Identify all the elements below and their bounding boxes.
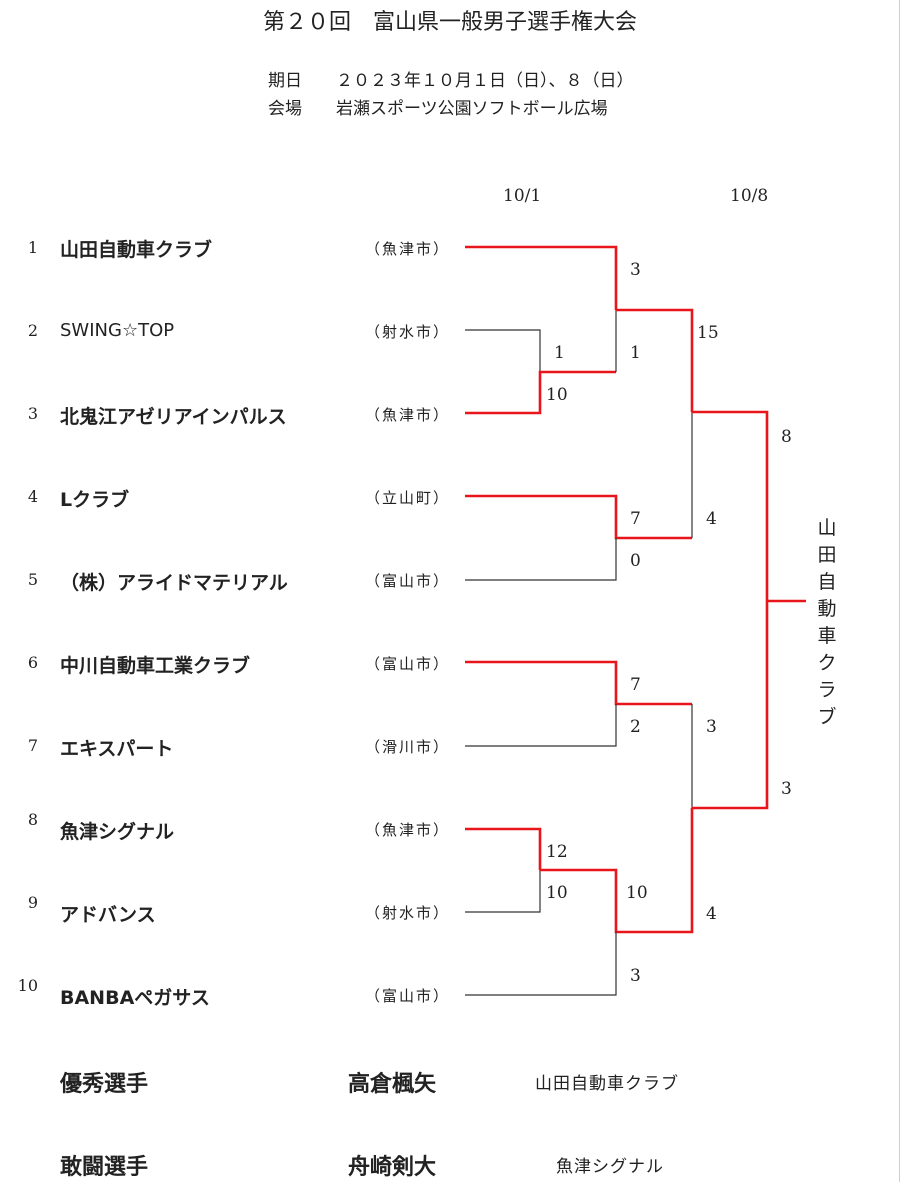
team-name-6: 中川自動車工業クラブ bbox=[60, 655, 251, 677]
seed-7: 7 bbox=[27, 736, 38, 755]
event-venue: 会場 岩瀬スポーツ公園ソフトボール広場 bbox=[268, 99, 608, 119]
event-period: 期日 ２０２３年１０月１日（日）、８（日） bbox=[268, 71, 634, 91]
team-city-4: （立山町） bbox=[365, 489, 451, 507]
team-name-7: エキスパート bbox=[60, 738, 174, 760]
score-m1-top: 1 bbox=[554, 343, 565, 363]
team-name-10: BANBAペガサス bbox=[60, 987, 210, 1009]
team-city-10: （富山市） bbox=[365, 987, 451, 1005]
bracket-line-team5 bbox=[465, 538, 617, 581]
score-sf2-top: 3 bbox=[706, 717, 717, 737]
bracket-line-sf1-winner bbox=[692, 410, 769, 601]
score-m4-bottom: 2 bbox=[630, 717, 641, 737]
seed-9: 9 bbox=[27, 893, 38, 912]
bracket-line-team9 bbox=[465, 870, 541, 913]
team-name-2: SWING☆TOP bbox=[60, 320, 175, 341]
award-player-fighting-spirit: 舟崎剣大 bbox=[348, 1155, 437, 1180]
score-final-top: 8 bbox=[781, 427, 792, 447]
team-name-5: （株）アライドマテリアル bbox=[60, 572, 288, 594]
award-player-outstanding: 高倉楓矢 bbox=[348, 1072, 437, 1097]
seed-2: 2 bbox=[27, 321, 38, 340]
score-sf2-bottom: 4 bbox=[706, 904, 717, 924]
team-name-1: 山田自動車クラブ bbox=[60, 239, 213, 261]
bracket-line-m5-winner bbox=[540, 808, 694, 934]
seed-8: 8 bbox=[27, 810, 38, 829]
page-title: 第２０回 富山県一般男子選手権大会 bbox=[262, 10, 637, 35]
seed-4: 4 bbox=[27, 487, 38, 506]
bracket-line-team2 bbox=[465, 329, 541, 372]
champion-name: 山田自動車クラブ bbox=[817, 517, 837, 728]
team-name-9: アドバンス bbox=[60, 904, 156, 926]
bracket-line-team6 bbox=[465, 660, 692, 706]
score-m6-bottom: 3 bbox=[630, 966, 641, 986]
bracket-line-team1 bbox=[465, 245, 618, 310]
score-m3-top: 7 bbox=[630, 509, 641, 529]
score-m6-top: 10 bbox=[626, 883, 648, 903]
seed-6: 6 bbox=[27, 653, 38, 672]
team-name-3: 北鬼江アゼリアインパルス bbox=[60, 406, 287, 428]
score-final-bottom: 3 bbox=[781, 779, 792, 799]
round2-date: 10/8 bbox=[730, 186, 769, 206]
score-m2-bottom: 1 bbox=[630, 343, 641, 363]
team-name-8: 魚津シグナル bbox=[60, 821, 175, 843]
bracket-line-m2-winner bbox=[616, 308, 694, 412]
team-city-6: （富山市） bbox=[365, 655, 451, 673]
award-label-outstanding: 優秀選手 bbox=[60, 1072, 149, 1097]
team-city-9: （射水市） bbox=[365, 904, 451, 922]
seed-5: 5 bbox=[27, 570, 38, 589]
score-m3-bottom: 0 bbox=[630, 551, 641, 571]
score-m1-bottom: 10 bbox=[546, 385, 568, 405]
award-team-fighting-spirit: 魚津シグナル bbox=[556, 1157, 664, 1177]
team-city-8: （魚津市） bbox=[365, 821, 451, 839]
team-city-5: （富山市） bbox=[365, 572, 451, 590]
score-m4-top: 7 bbox=[630, 675, 641, 695]
team-city-2: （射水市） bbox=[365, 323, 451, 341]
score-sf1-top: 15 bbox=[697, 323, 719, 343]
team-city-7: （滑川市） bbox=[365, 738, 451, 756]
seed-10: 10 bbox=[17, 976, 38, 995]
team-name-4: Lクラブ bbox=[60, 489, 130, 511]
round1-date: 10/1 bbox=[503, 186, 542, 206]
seed-3: 3 bbox=[27, 404, 38, 423]
award-label-fighting-spirit: 敢闘選手 bbox=[60, 1155, 149, 1180]
score-sf1-bottom: 4 bbox=[706, 509, 717, 529]
bracket-line-team8 bbox=[465, 827, 542, 870]
award-team-outstanding: 山田自動車クラブ bbox=[535, 1074, 679, 1094]
team-city-3: （魚津市） bbox=[365, 406, 451, 424]
score-m5-bottom: 10 bbox=[546, 883, 568, 903]
score-m5-top: 12 bbox=[546, 842, 568, 862]
bracket-line-team3 bbox=[465, 370, 616, 415]
bracket-line-team7 bbox=[465, 704, 617, 747]
seed-1: 1 bbox=[27, 238, 38, 257]
team-city-1: （魚津市） bbox=[365, 240, 451, 258]
score-m2-top: 3 bbox=[630, 260, 641, 280]
bracket-line-team10 bbox=[465, 932, 617, 996]
bracket-line-team4 bbox=[465, 494, 692, 540]
bracket-line-sf2-winner bbox=[692, 601, 769, 810]
